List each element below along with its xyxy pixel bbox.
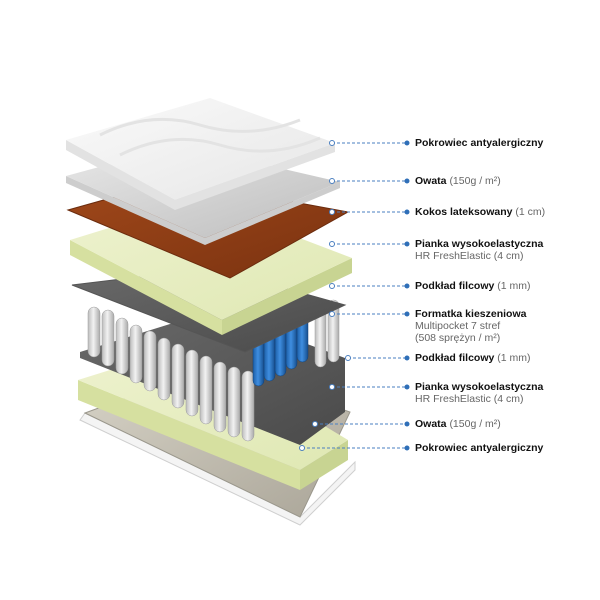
label-top-felt: Podkład filcowy (1 mm) <box>415 280 531 292</box>
label-bottom-felt: Podkład filcowy (1 mm) <box>415 352 531 364</box>
label-subtitle: HR FreshElastic (4 cm) <box>415 393 524 405</box>
label-top-foam: Pianka wysokoelastyczna HR FreshElastic … <box>415 238 543 262</box>
label-title: Pianka wysokoelastyczna <box>415 238 544 250</box>
label-bottom-wadding: Owata (150g / m²) <box>415 418 501 430</box>
label-title: Podkład filcowy <box>415 280 495 292</box>
label-coconut: Kokos lateksowany (1 cm) <box>415 206 545 218</box>
label-title: Formatka kieszeniowa <box>415 308 527 320</box>
label-title: Kokos lateksowany <box>415 206 513 218</box>
label-title: Pokrowiec antyalergiczny <box>415 137 544 149</box>
label-subtitle: HR FreshElastic (4 cm) <box>415 250 524 262</box>
label-detail: (150g / m²) <box>449 175 501 187</box>
leader-lines <box>302 142 407 449</box>
label-top-wadding: Owata (150g / m²) <box>415 175 501 187</box>
label-bottom-foam: Pianka wysokoelastyczna HR FreshElastic … <box>415 381 543 405</box>
label-detail: (1 mm) <box>497 280 531 292</box>
leader-end-dots <box>404 140 410 451</box>
leader-start-dots <box>299 140 351 451</box>
label-title: Pokrowiec antyalergiczny <box>415 442 544 454</box>
label-detail: (1 cm) <box>515 206 546 218</box>
label-subtitle: Multipocket 7 stref <box>415 320 501 332</box>
label-pocket-springs: Formatka kieszeniowa Multipocket 7 stref… <box>415 308 526 344</box>
label-bottom-cover: Pokrowiec antyalergiczny <box>415 442 543 454</box>
label-detail: (1 mm) <box>497 352 531 364</box>
label-title: Pianka wysokoelastyczna <box>415 381 544 393</box>
label-subtitle-2: (508 sprężyn / m²) <box>415 332 501 344</box>
label-title: Owata <box>415 418 447 430</box>
label-title: Podkład filcowy <box>415 352 495 364</box>
label-title: Owata <box>415 175 447 187</box>
label-top-cover: Pokrowiec antyalergiczny <box>415 137 543 149</box>
layer-top-cover <box>66 98 335 210</box>
label-detail: (150g / m²) <box>449 418 501 430</box>
